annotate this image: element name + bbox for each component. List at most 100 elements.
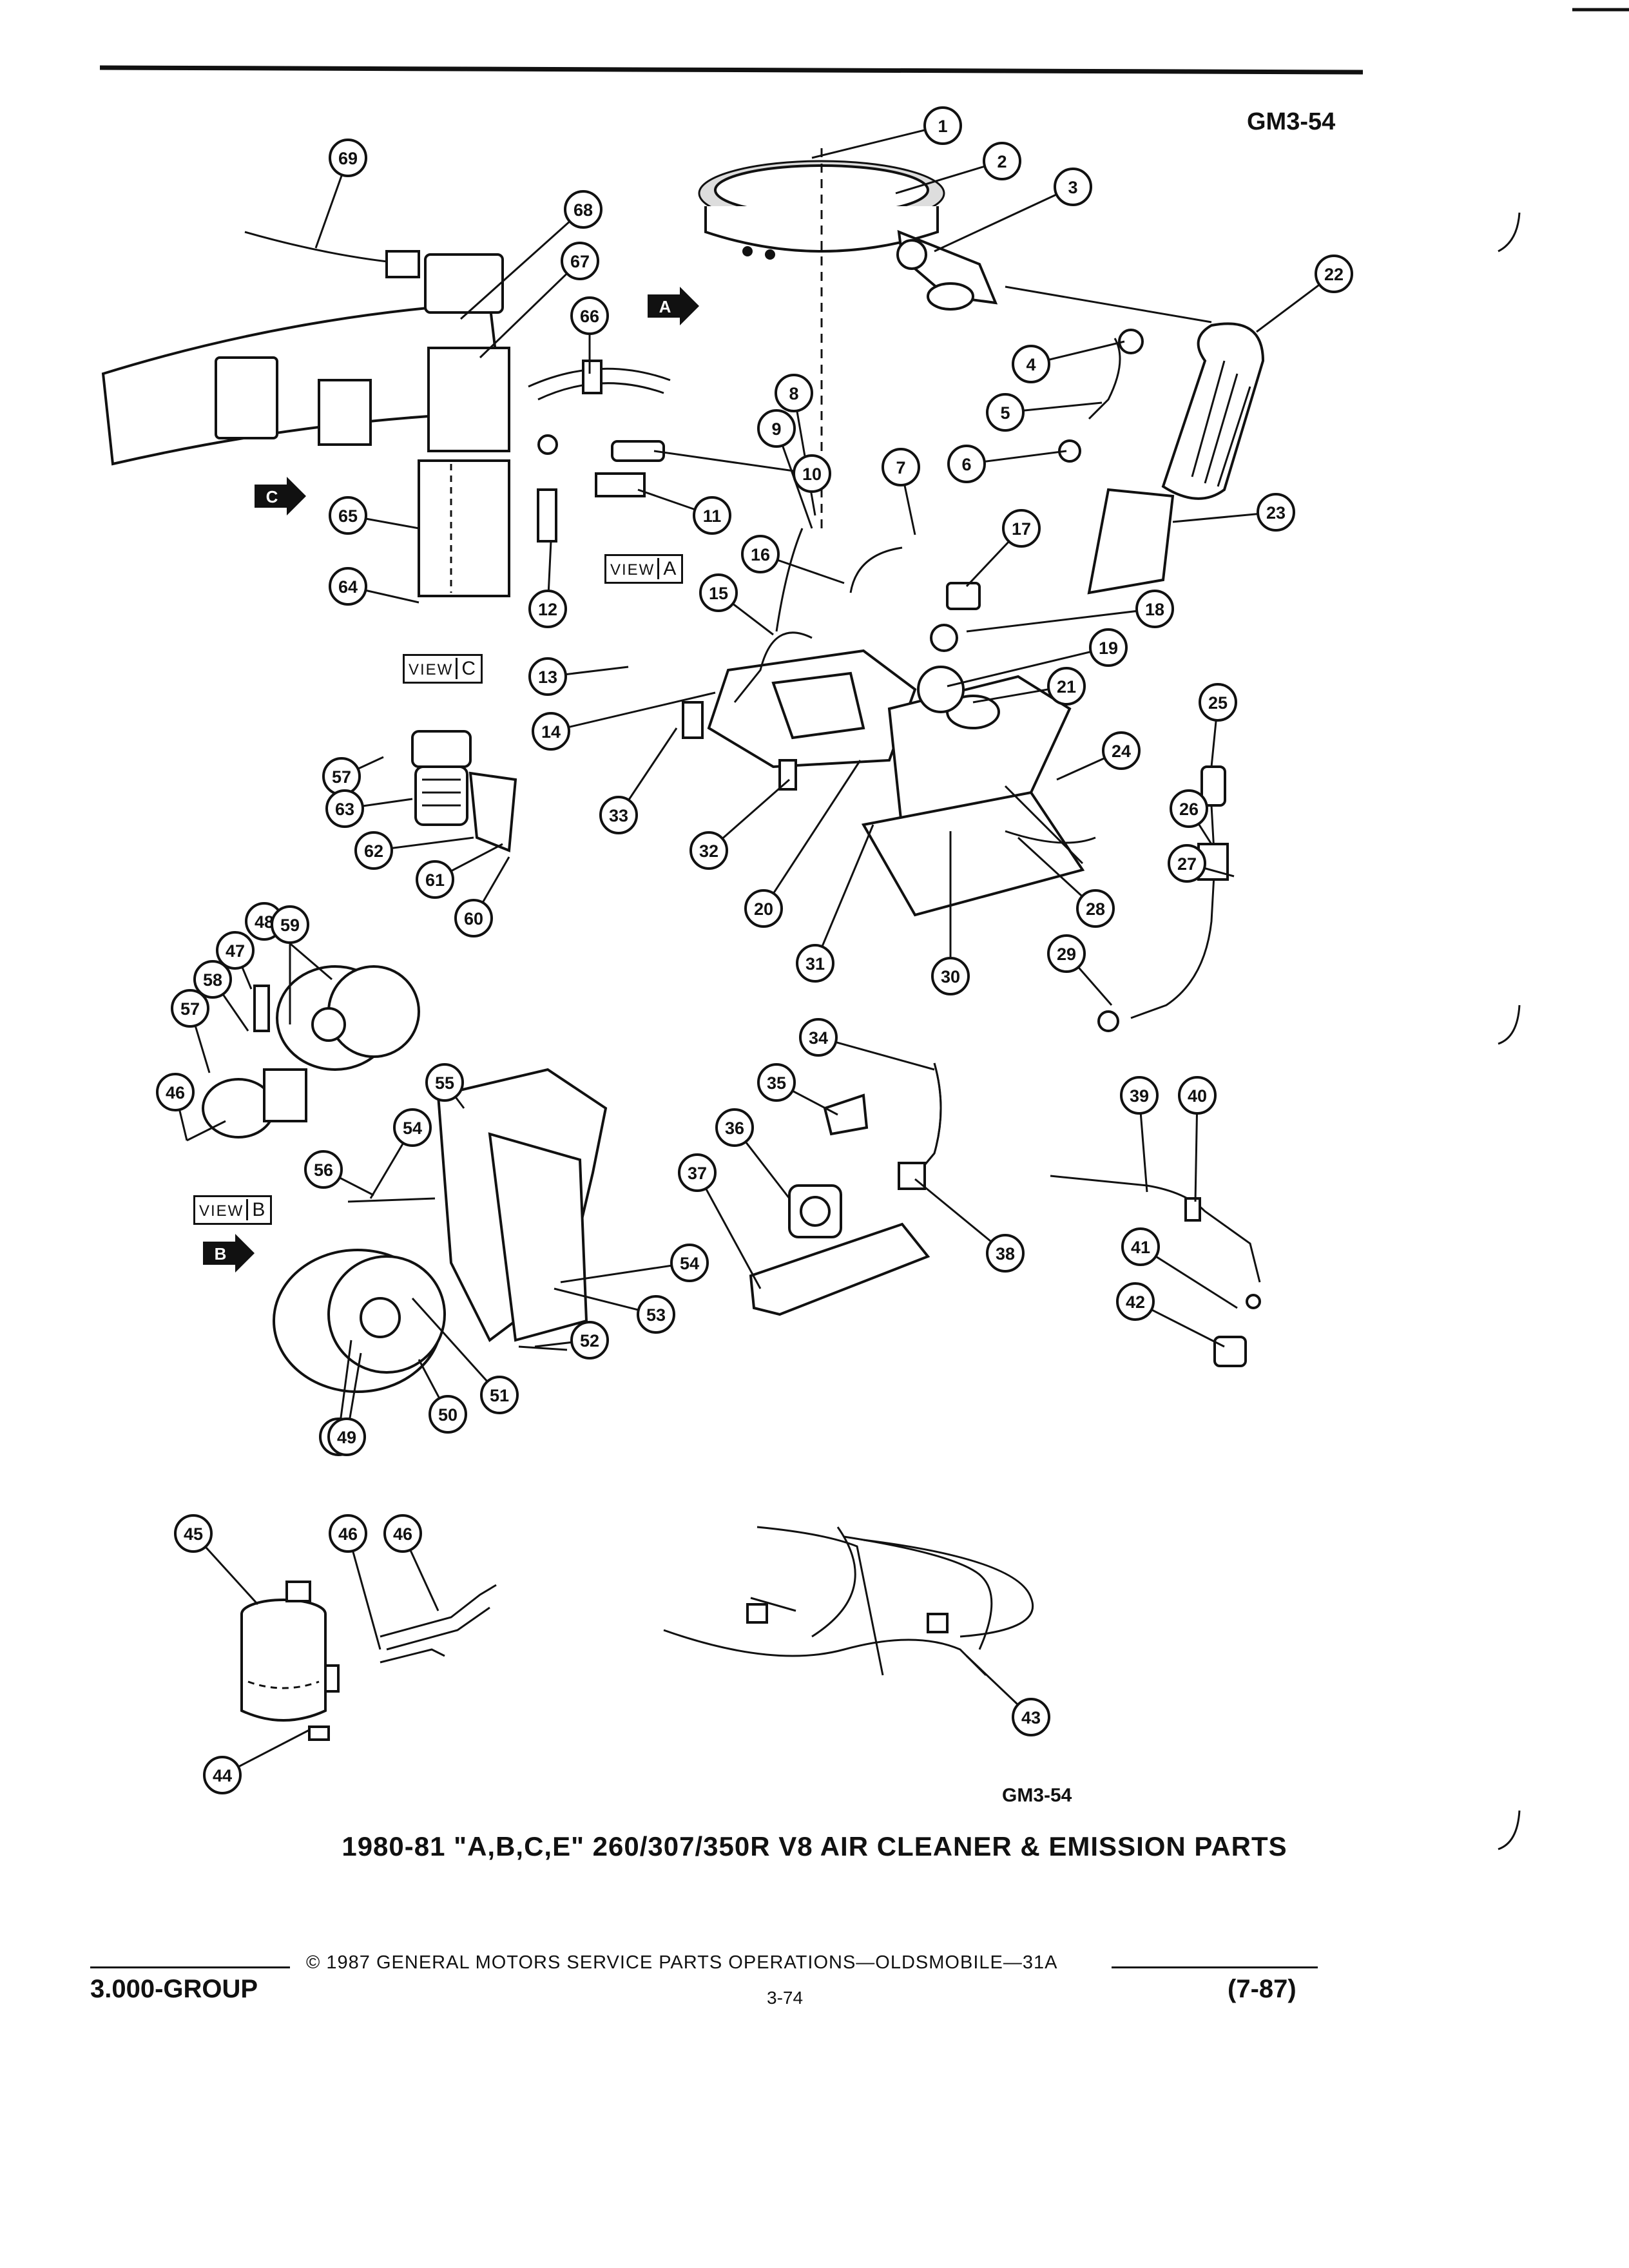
callout-number: 26 <box>1179 800 1199 819</box>
callout-circle <box>1116 1282 1155 1321</box>
callout-50: 50 <box>418 1359 467 1434</box>
callout-circle <box>947 445 986 483</box>
callout-number: 46 <box>393 1524 412 1544</box>
callout-circle <box>327 1418 366 1456</box>
callout-circle <box>429 1395 467 1434</box>
top-rule <box>99 65 1364 75</box>
callout-circle <box>1012 1698 1050 1736</box>
view-b-text: VIEW <box>199 1202 244 1220</box>
footer-copyright: © 1987 GENERAL MOTORS SERVICE PARTS OPER… <box>306 1952 1058 1973</box>
callout-number: 55 <box>435 1073 454 1093</box>
callout-circle <box>171 989 209 1028</box>
view-a-text: VIEW <box>610 561 655 579</box>
callout-54: 54 <box>369 1108 432 1199</box>
callout-circle <box>1076 889 1115 928</box>
callout-21: 21 <box>972 667 1086 706</box>
callout-circle <box>1178 1076 1217 1115</box>
callout-40: 40 <box>1178 1076 1217 1202</box>
callout-circle <box>454 899 493 937</box>
callout-number: 14 <box>541 722 561 742</box>
callout-number: 3 <box>1068 178 1077 197</box>
callout-circle <box>741 535 780 573</box>
callout-circle <box>416 860 454 899</box>
callout-circle <box>699 573 738 612</box>
page-title: 1980-81 "A,B,C,E" 260/307/350R V8 AIR CL… <box>342 1831 1287 1861</box>
callout-67: 67 <box>479 242 599 359</box>
callout-circle <box>393 1108 432 1147</box>
callout-53: 53 <box>554 1287 675 1334</box>
callout-54: 54 <box>560 1244 709 1283</box>
callout-number: 43 <box>1021 1708 1041 1727</box>
callout-number: 6 <box>961 455 971 474</box>
callout-number: 15 <box>709 584 728 603</box>
callout-12: 12 <box>528 541 567 628</box>
callout-circle <box>693 496 731 535</box>
callout-number: 45 <box>184 1524 203 1544</box>
callout-number: 36 <box>725 1119 744 1138</box>
callout-4: 4 <box>1012 340 1125 383</box>
callout-circle <box>1120 1076 1159 1115</box>
air-valve-drawing <box>749 1062 942 1316</box>
callout-43: 43 <box>965 1655 1050 1736</box>
callout-circle <box>1168 844 1206 883</box>
callout-26: 26 <box>1170 789 1213 845</box>
callout-number: 41 <box>1131 1238 1150 1257</box>
callout-number: 37 <box>688 1164 707 1183</box>
callout-number: 47 <box>226 941 245 961</box>
callout-46: 46 <box>329 1514 381 1650</box>
callout-number: 56 <box>314 1160 333 1180</box>
callout-20: 20 <box>744 760 862 928</box>
callout-33: 33 <box>599 727 678 834</box>
callout-circle <box>1170 789 1208 828</box>
callout-circle <box>983 142 1021 180</box>
callout-number: 54 <box>403 1119 422 1138</box>
callout-11: 11 <box>637 488 731 535</box>
arrow-letter: C <box>266 487 278 506</box>
callout-circle <box>564 190 602 229</box>
footer-date: (7-87) <box>1228 1975 1296 2003</box>
callout-number: 27 <box>1177 854 1197 874</box>
callout-number: 19 <box>1099 639 1118 658</box>
callout-circle <box>329 567 367 606</box>
arrow-shape <box>648 287 699 325</box>
callout-circle <box>528 590 567 628</box>
callout-number: 51 <box>490 1386 509 1405</box>
view-a-letter: A <box>657 558 678 579</box>
callout-number: 28 <box>1086 899 1105 919</box>
callout-16: 16 <box>741 535 845 584</box>
callout-circle <box>193 960 232 999</box>
callout-number: 4 <box>1026 355 1036 374</box>
callout-leader <box>814 824 874 964</box>
callout-19: 19 <box>947 628 1128 687</box>
callout-number: 49 <box>337 1428 356 1447</box>
callout-41: 41 <box>1121 1227 1238 1309</box>
callout-circle <box>793 454 831 493</box>
callout-number: 30 <box>941 967 960 986</box>
callout-number: 35 <box>767 1073 786 1093</box>
callout-number: 8 <box>789 384 798 403</box>
callout-circle <box>799 1018 838 1057</box>
callout-number: 5 <box>1000 403 1010 423</box>
callout-15: 15 <box>699 573 774 636</box>
callout-leader <box>653 450 813 475</box>
callout-circle <box>1047 934 1086 973</box>
callout-number: 33 <box>609 806 628 825</box>
view-b-letter: B <box>246 1199 267 1220</box>
callout-number: 40 <box>1188 1086 1207 1106</box>
callout-52: 52 <box>534 1321 609 1360</box>
harness-drawing <box>663 1526 1034 1677</box>
callout-49: 49 <box>327 1352 366 1456</box>
callout-circle <box>354 831 393 870</box>
callout-leader <box>966 608 1155 633</box>
callout-number: 25 <box>1208 693 1228 713</box>
callout-number: 57 <box>180 999 200 1019</box>
callout-circle <box>715 1108 754 1147</box>
diagram-code-bottom: GM3-54 <box>1002 1785 1072 1806</box>
callout-circle <box>480 1376 519 1414</box>
callout-number: 16 <box>751 545 770 564</box>
callout-circle <box>1047 667 1086 706</box>
air-pipe-drawing <box>1050 1175 1261 1367</box>
callout-number: 9 <box>771 419 781 439</box>
